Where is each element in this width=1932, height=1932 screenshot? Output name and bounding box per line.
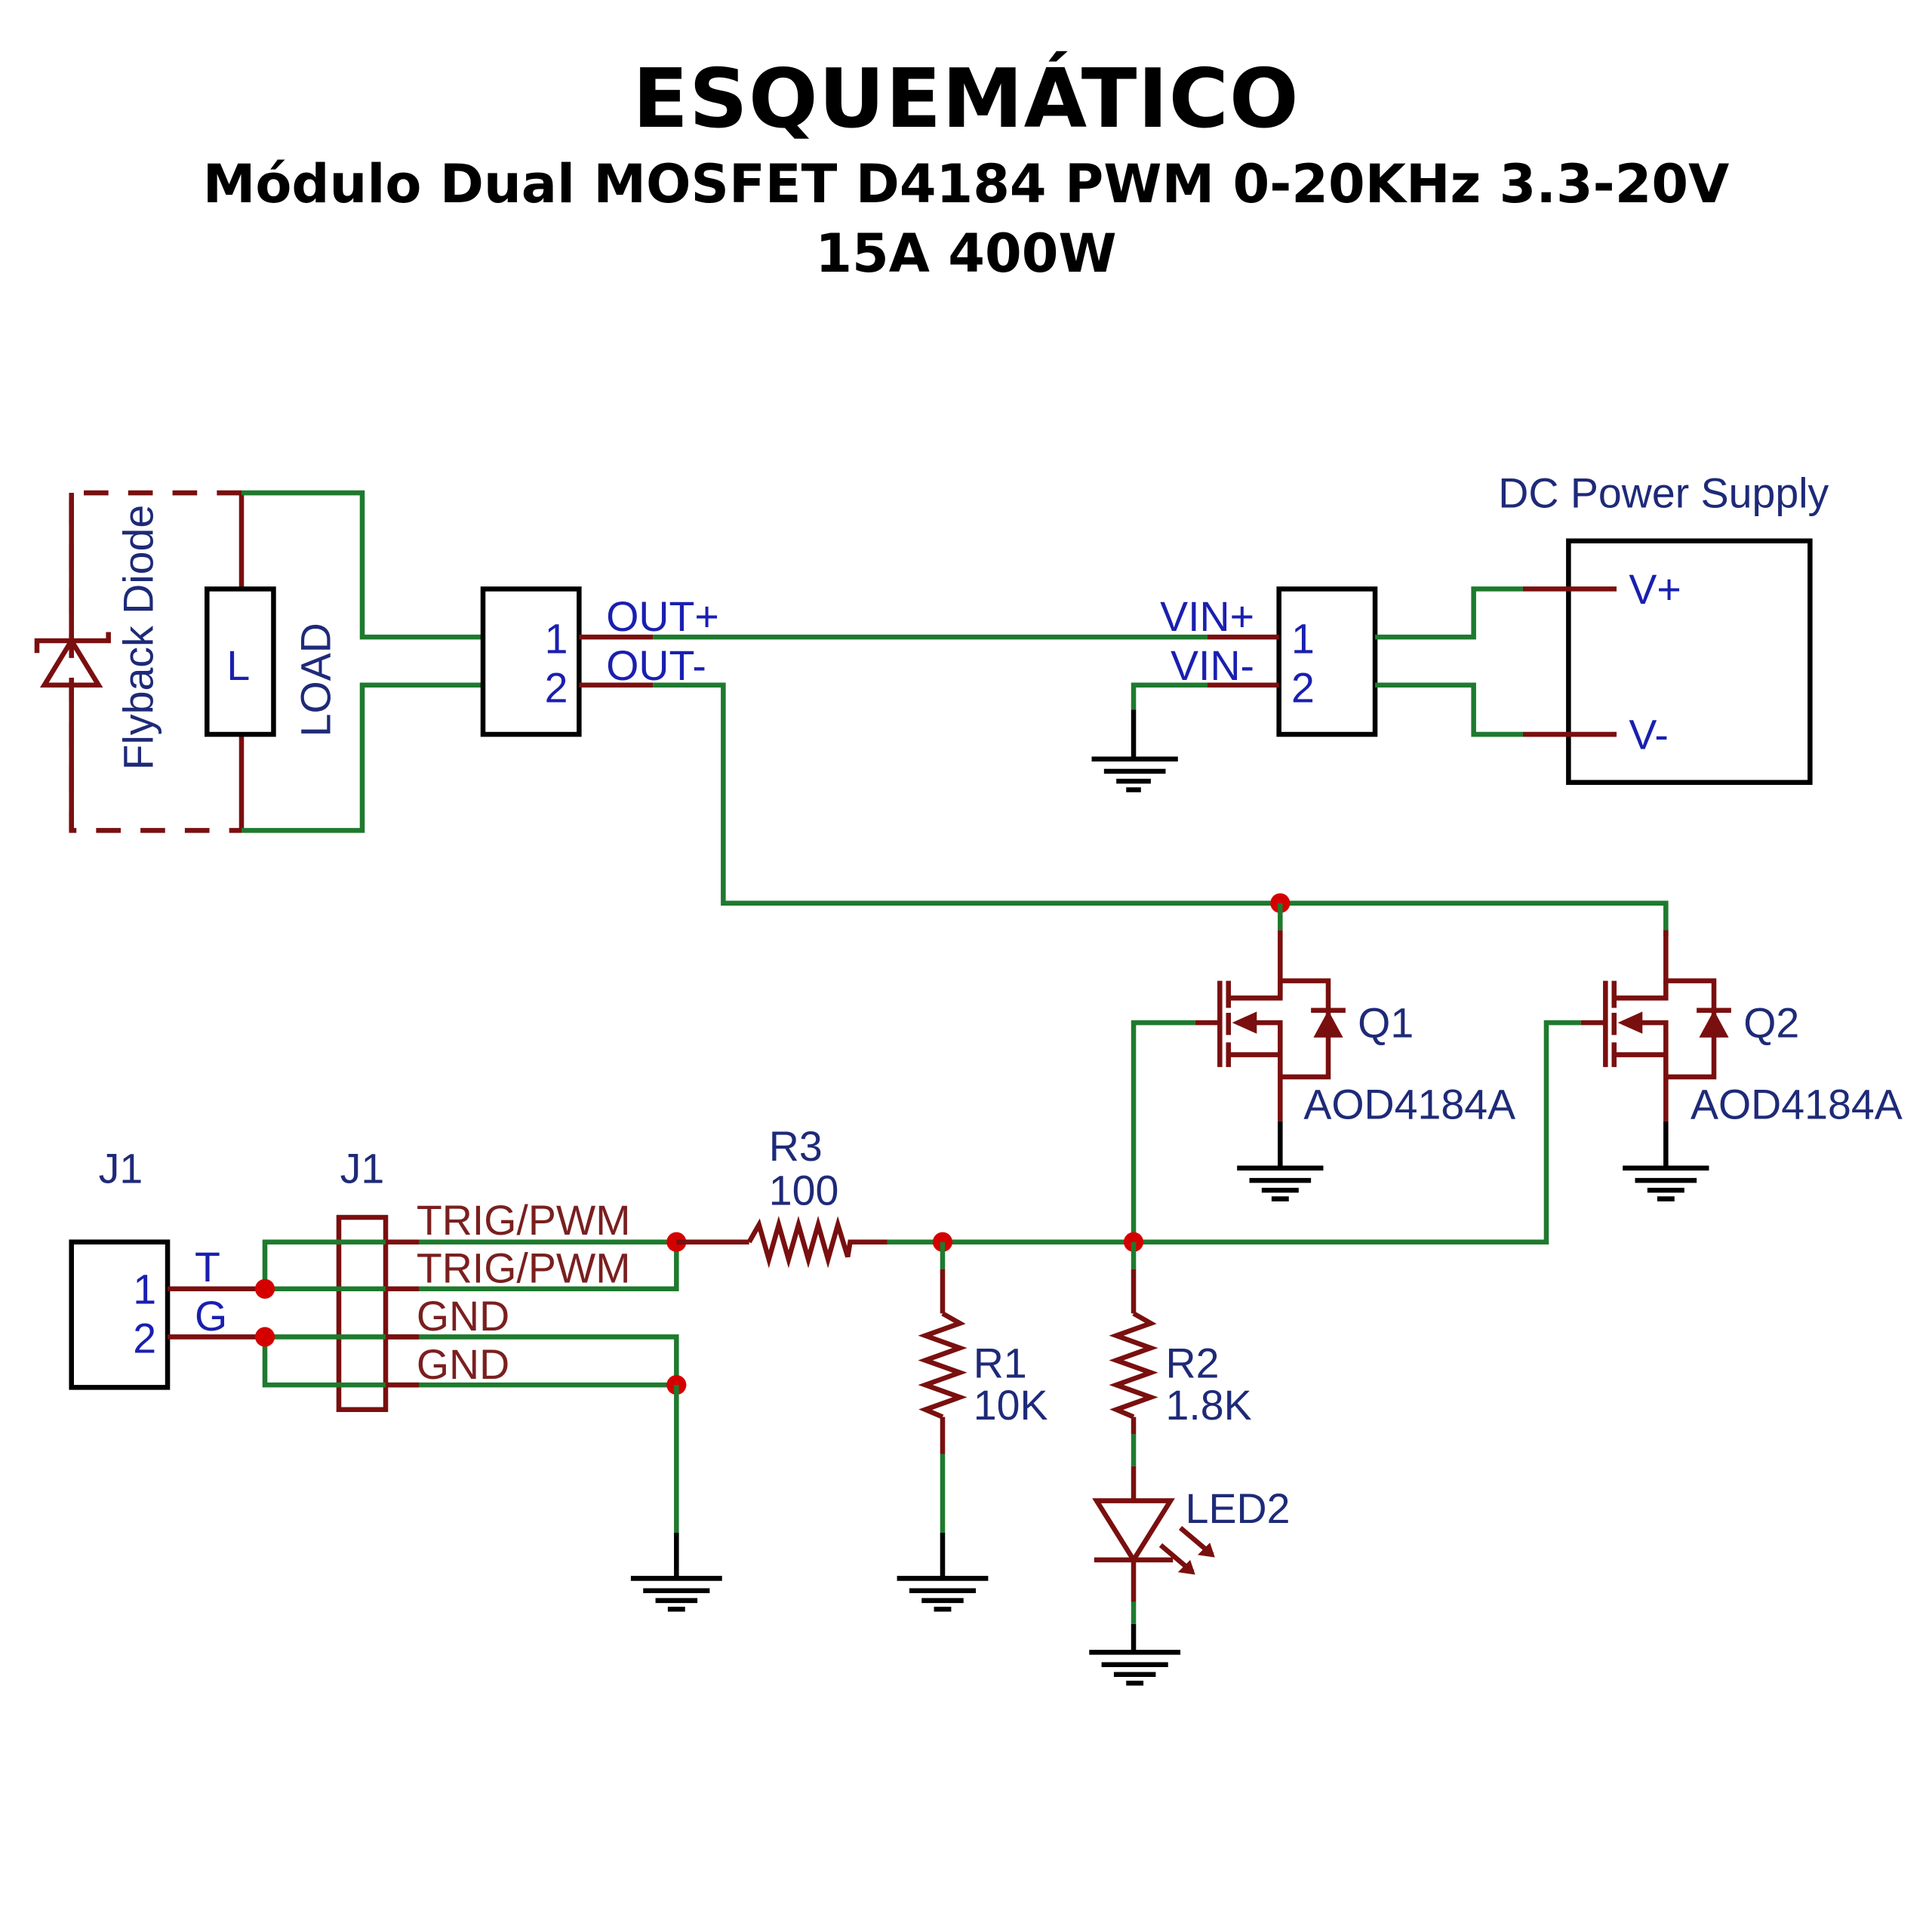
r3-value: 100 <box>769 1168 839 1214</box>
ground-icon <box>1089 1650 1181 1686</box>
out-pin-1-number: 1 <box>545 615 568 662</box>
resistor-r2-icon <box>1109 1311 1158 1420</box>
header-pin-label-gnd-1: GND <box>417 1293 509 1340</box>
ground-icon <box>897 1576 989 1612</box>
mosfet-q1-icon <box>1195 930 1346 1121</box>
mosfet-q1: Q1 AOD4184A <box>1131 903 1515 1242</box>
q1-part: AOD4184A <box>1303 1081 1515 1128</box>
junction-dot <box>1270 893 1291 913</box>
resistor-r1: R1 10K <box>897 1241 1048 1612</box>
vin-pin-2-number: 2 <box>1291 665 1315 712</box>
page-subtitle-line1: Módulo Dual MOSFET D4184 PWM 0-20KHz 3.3… <box>202 153 1730 215</box>
resistor-r3-icon <box>746 1215 888 1269</box>
page-title: ESQUEMÁTICO <box>632 52 1300 146</box>
resistor-r2: R2 1.8K <box>1109 1241 1252 1466</box>
load-symbol: L <box>226 642 250 689</box>
out-plus-label: OUT+ <box>606 593 719 640</box>
power-supply-v-plus: V+ <box>1629 566 1681 613</box>
dc-power-supply: DC Power Supply V+ V- <box>1498 470 1829 785</box>
header-pin-label-trig-1: TRIG/PWM <box>417 1197 631 1244</box>
r2-ref: R2 <box>1165 1340 1219 1386</box>
r1-ref: R1 <box>974 1340 1027 1386</box>
page-subtitle-line2: 15A 400W <box>815 223 1117 285</box>
flyback-diode-group: Flyback Diode <box>34 490 242 833</box>
resistor-r1-icon <box>918 1311 968 1420</box>
j1-pin-t-label: T <box>195 1244 220 1291</box>
j1-ref-left: J1 <box>99 1145 143 1192</box>
q2-part: AOD4184A <box>1690 1081 1903 1128</box>
q2-ref: Q2 <box>1743 1000 1799 1047</box>
load-body <box>205 586 276 737</box>
ground-icon <box>1623 1165 1709 1201</box>
q1-ref: Q1 <box>1358 1000 1414 1047</box>
j1-pin-g-label: G <box>195 1293 227 1340</box>
j1-pin-2-number: 2 <box>133 1315 156 1362</box>
header-pin-label-gnd-2: GND <box>417 1341 509 1388</box>
input-connector-j1: J1 1 2 T G <box>69 1145 266 1390</box>
flyback-diode-icon <box>34 493 111 831</box>
out-pin-2-number: 2 <box>545 665 568 712</box>
out-minus-label: OUT- <box>606 642 706 689</box>
load-group: L LOAD <box>205 490 483 833</box>
title-block: ESQUEMÁTICO Módulo Dual MOSFET D4184 PWM… <box>0 0 1932 288</box>
j1-pin-1-number: 1 <box>133 1266 156 1312</box>
flyback-diode-label: Flyback Diode <box>115 505 162 771</box>
mosfet-q2: Q2 AOD4184A <box>1134 930 1903 1244</box>
power-supply-v-minus: V- <box>1629 712 1668 758</box>
ground-icon <box>1237 1165 1324 1201</box>
vin-minus-label: VIN- <box>1171 642 1254 689</box>
led2: LED2 <box>1089 1466 1291 1686</box>
vin-pin-1-number: 1 <box>1291 615 1315 662</box>
junction-dot <box>254 1278 275 1299</box>
ground-icon <box>630 1576 722 1612</box>
flyback-dashed-box <box>69 490 242 833</box>
header-pin-label-trig-2: TRIG/PWM <box>417 1245 631 1292</box>
r3-ref: R3 <box>769 1123 823 1170</box>
power-supply-title: DC Power Supply <box>1498 470 1829 517</box>
header-connector-j1: J1 TRIG/PWM TRIG/PWM GND GND <box>254 1145 722 1612</box>
mosfet-q2-icon <box>1580 930 1731 1121</box>
wire-out-minus-drain-bus <box>653 682 1669 937</box>
load-label: LOAD <box>293 623 340 737</box>
vin-plus-label: VIN+ <box>1160 593 1254 640</box>
junction-dot <box>254 1327 275 1347</box>
resistor-r3: R3 100 <box>676 1123 1134 1269</box>
r1-value: 10K <box>974 1382 1048 1429</box>
vin-connector: 1 2 VIN+ VIN- <box>1091 586 1523 792</box>
out-connector: 1 2 OUT+ OUT- <box>480 586 719 737</box>
j1-ref-header: J1 <box>340 1145 385 1192</box>
led2-ref: LED2 <box>1186 1485 1291 1532</box>
ground-icon <box>1091 756 1178 792</box>
r2-value: 1.8K <box>1165 1382 1251 1429</box>
